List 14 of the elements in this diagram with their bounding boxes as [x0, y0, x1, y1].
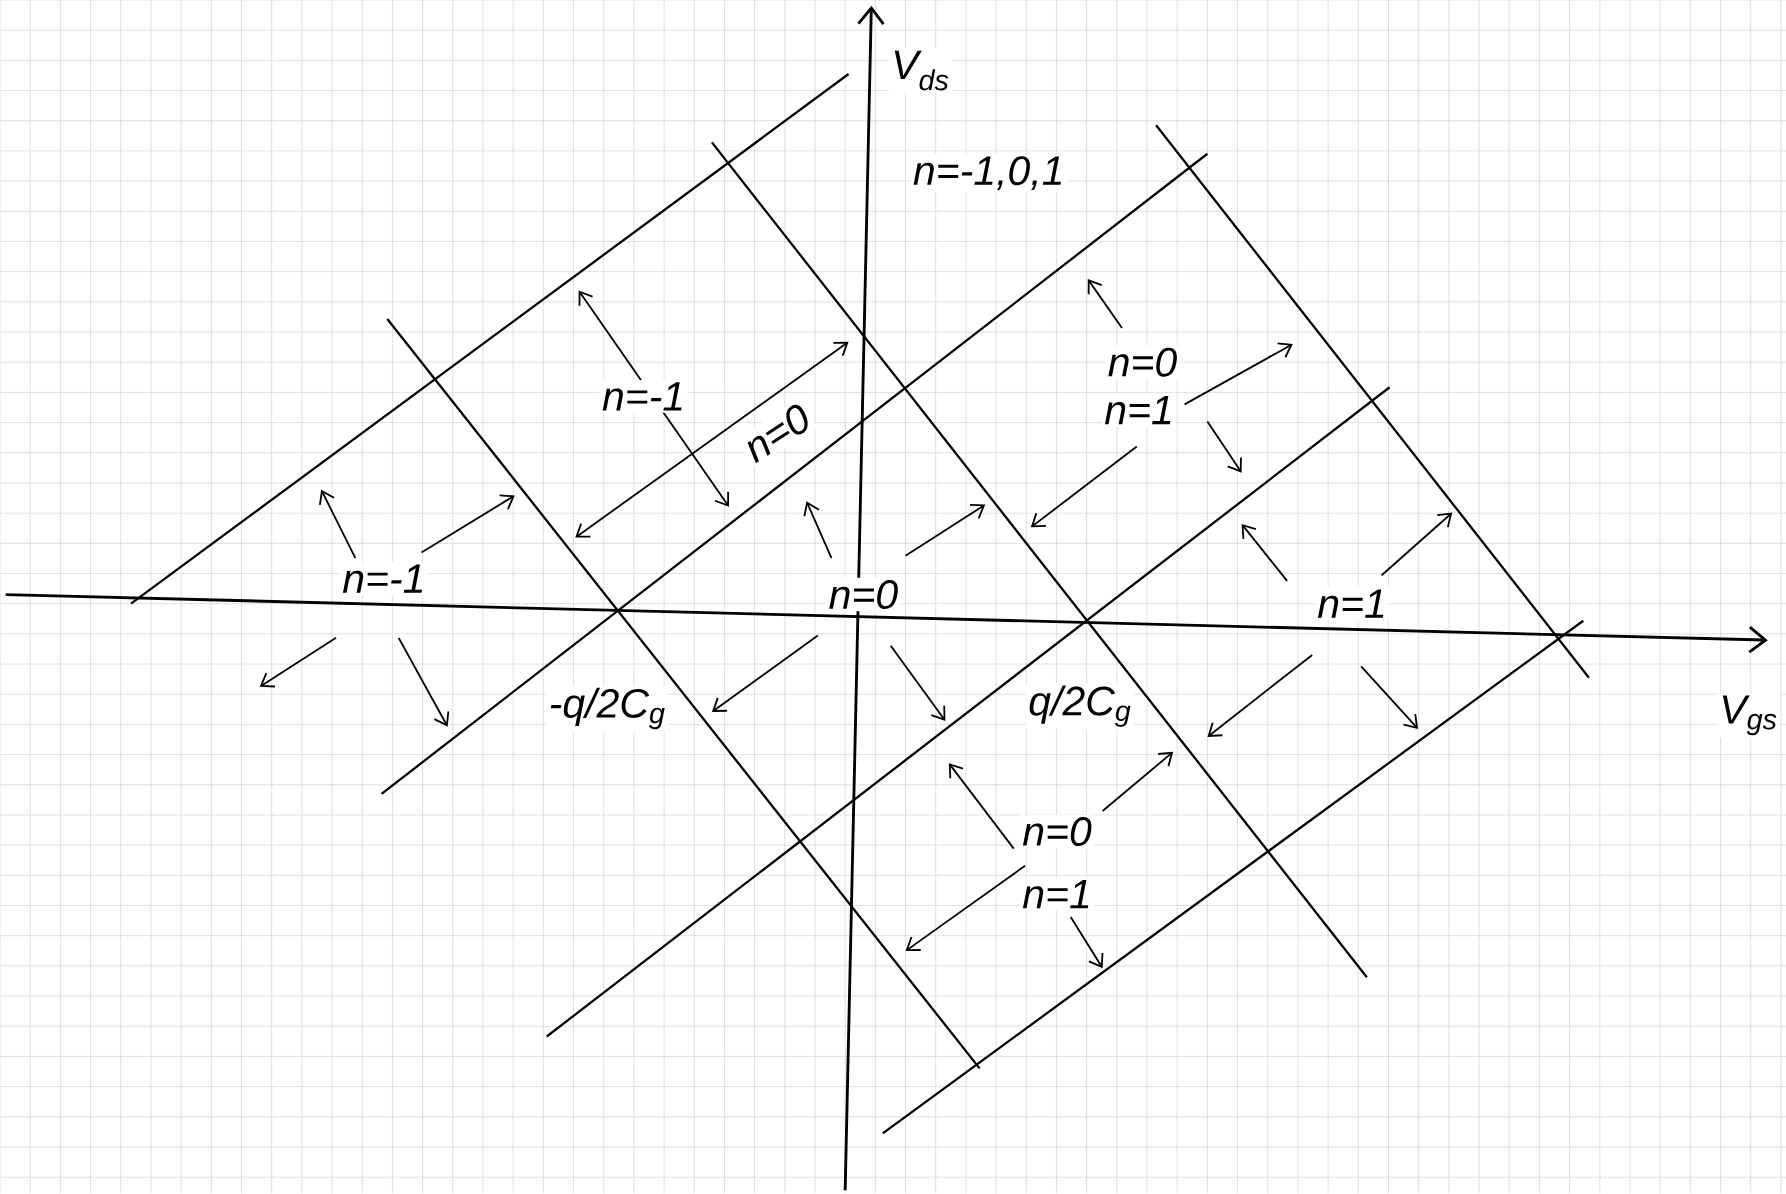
charge-label: -q/2C$_{g}$	[546, 685, 668, 732]
state-label: n=-1	[340, 562, 428, 596]
state-label: n=0	[1020, 814, 1095, 849]
state-label: n=1	[1020, 877, 1095, 911]
state-label: n=0	[736, 398, 818, 468]
state-label: n=-1	[599, 380, 688, 413]
axis-label: V$_{gs}$	[1717, 693, 1780, 738]
state-label: n=0	[1105, 345, 1180, 380]
state-label: n=0	[826, 577, 901, 612]
axis-label: V$_{ds}$	[888, 48, 952, 93]
charge-label: q/2C$_{g}$	[1025, 683, 1134, 730]
state-label: n=-1,0,1	[910, 154, 1067, 193]
state-label: n=1	[1102, 393, 1177, 427]
state-label: n=1	[1315, 587, 1390, 621]
